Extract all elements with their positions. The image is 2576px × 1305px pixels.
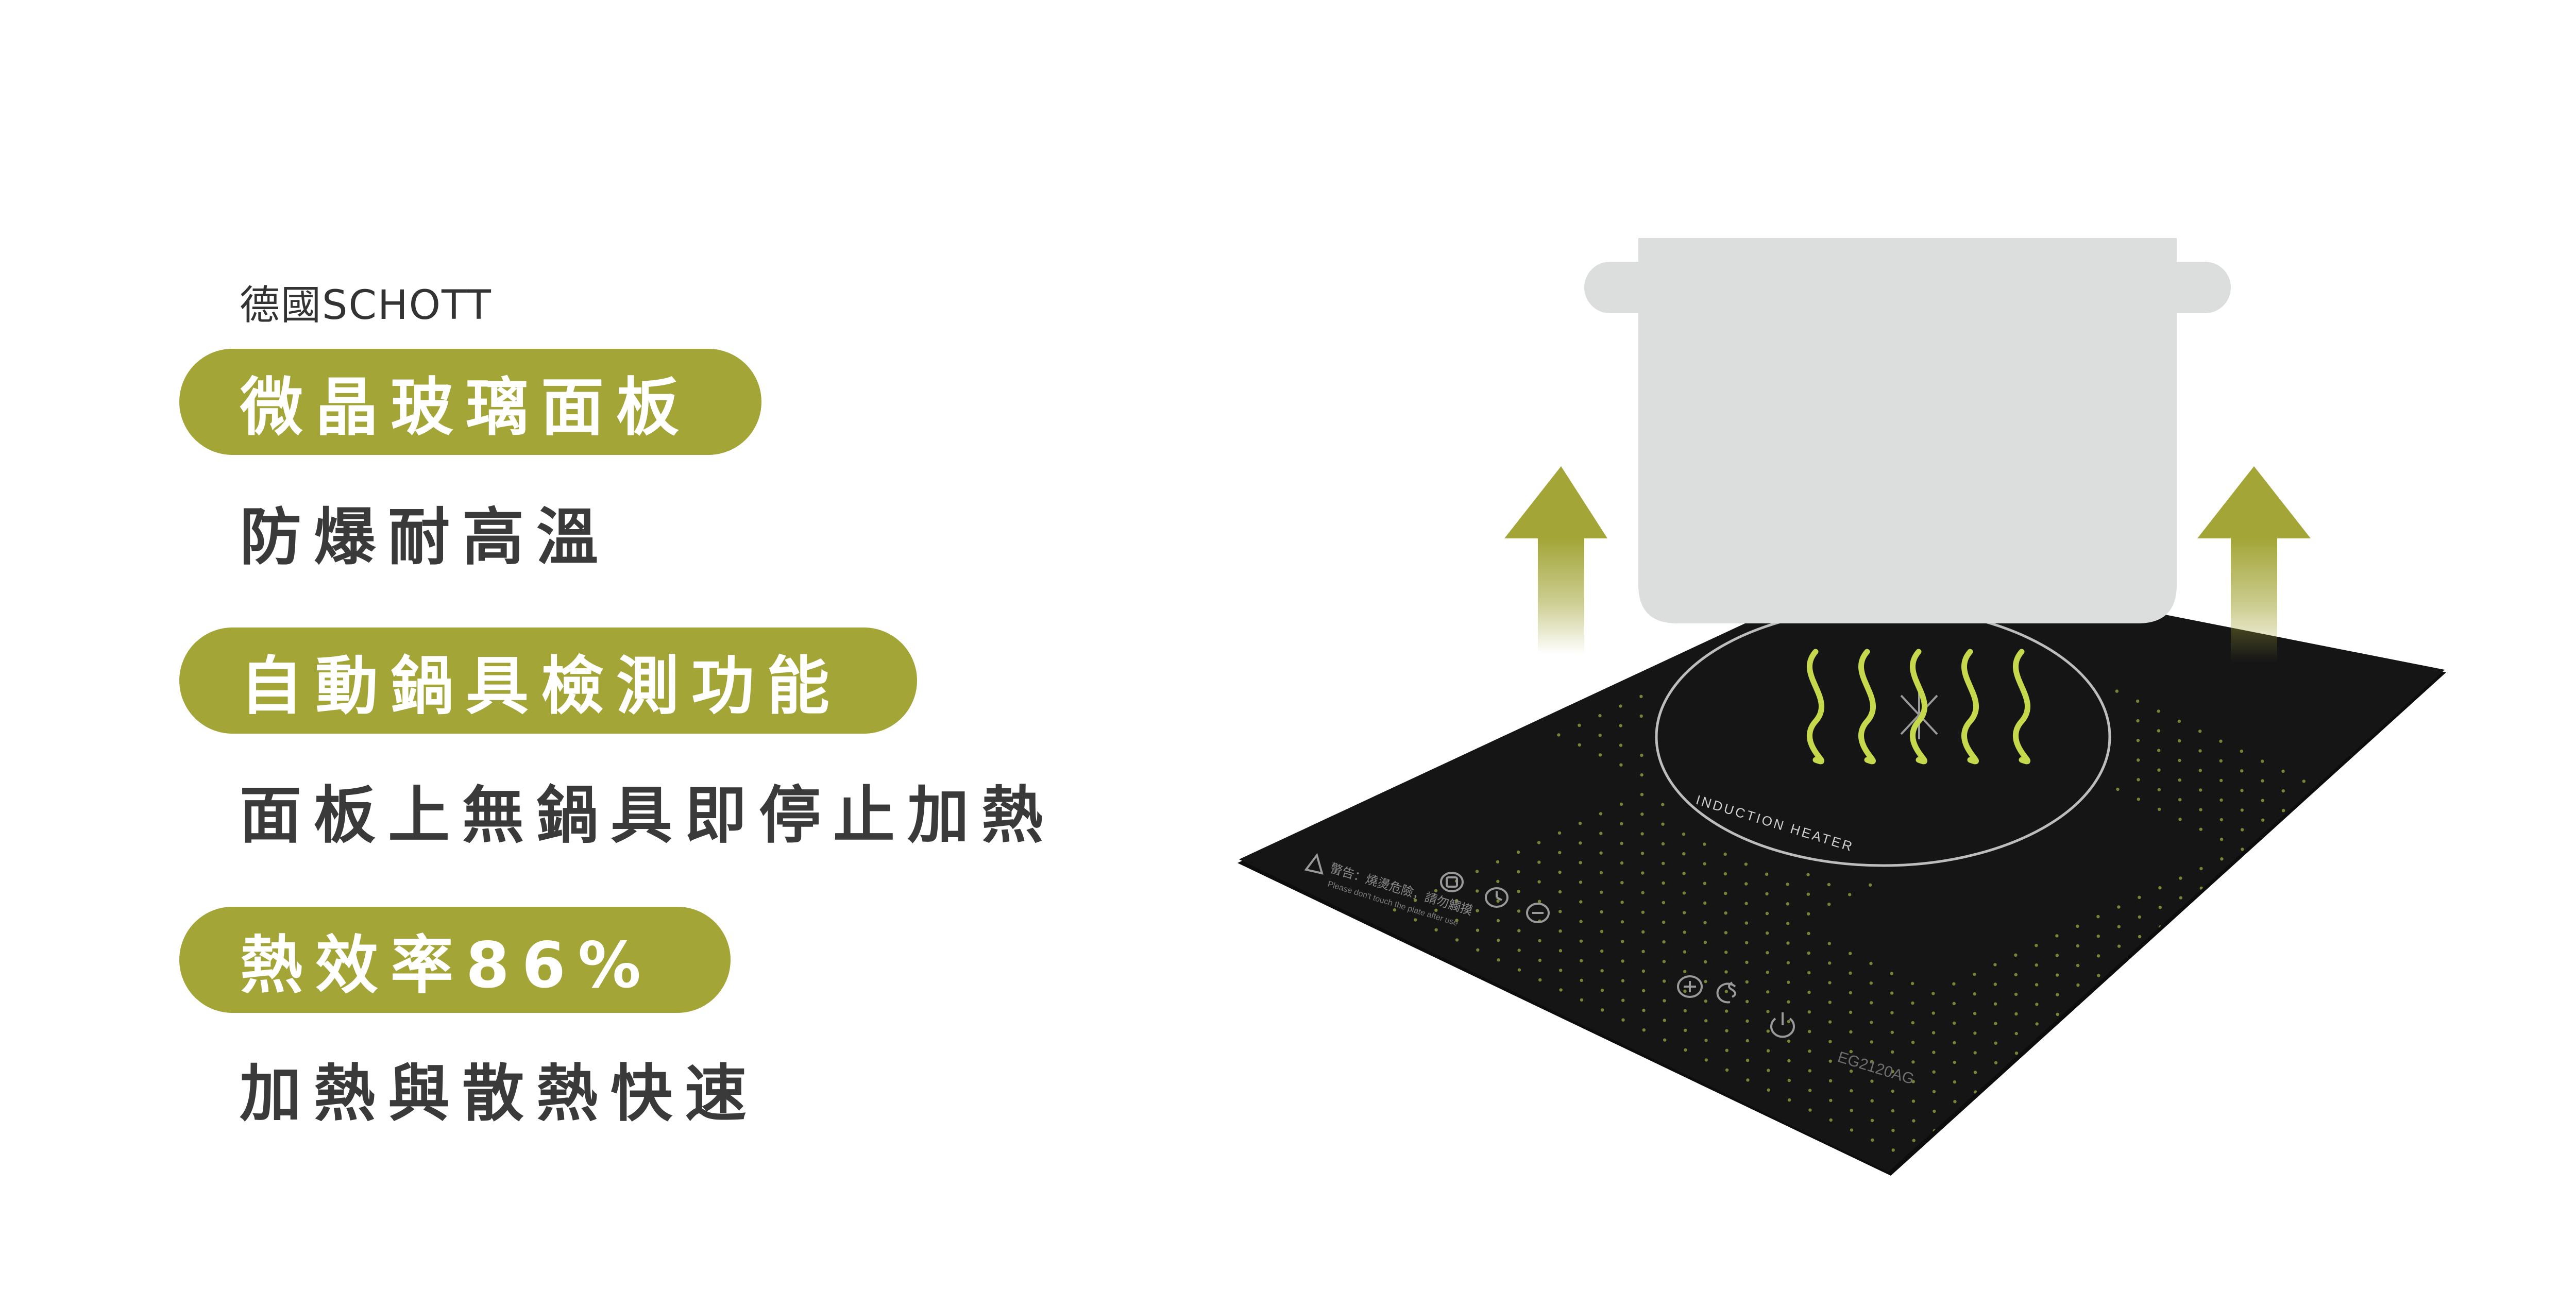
- power-button[interactable]: [1770, 1012, 1795, 1038]
- feature-1-subtitle: 防爆耐高溫: [240, 502, 611, 573]
- feature-3-title-pill: 熱效率86%: [179, 907, 731, 1013]
- feature-3-title: 熱效率86%: [240, 928, 654, 1002]
- feature-2-subtitle: 面板上無鍋具即停止加熱: [240, 780, 1056, 852]
- mode-button[interactable]: [1716, 981, 1736, 1004]
- plus-button[interactable]: [1677, 975, 1703, 998]
- feature-1-title-pill: 微晶玻璃面板: [179, 349, 761, 455]
- cooktop-glass: INDUCTION HEATER EG2120AG 警告：燒燙危險，請勿觸摸 P…: [1238, 559, 2446, 1176]
- feature-2-title: 自動鍋具檢測功能: [240, 649, 842, 723]
- timer-button[interactable]: [1440, 872, 1464, 892]
- feature-2-title-pill: 自動鍋具檢測功能: [179, 628, 917, 734]
- cooking-pot: [1584, 238, 2231, 623]
- arrow-up-icon: [2197, 466, 2311, 662]
- minus-button[interactable]: [1526, 903, 1550, 923]
- feature-3-subtitle: 加熱與散熱快速: [240, 1058, 759, 1130]
- arrow-up-icon: [1504, 466, 1607, 654]
- warning-icon: [1304, 853, 1324, 875]
- heat-waves: [1806, 649, 2031, 765]
- brand-label: 德國SCHOTT: [240, 282, 492, 329]
- center-mark-icon: [1900, 690, 1938, 739]
- feature-1-title: 微晶玻璃面板: [240, 370, 691, 444]
- clock-button[interactable]: [1485, 887, 1509, 908]
